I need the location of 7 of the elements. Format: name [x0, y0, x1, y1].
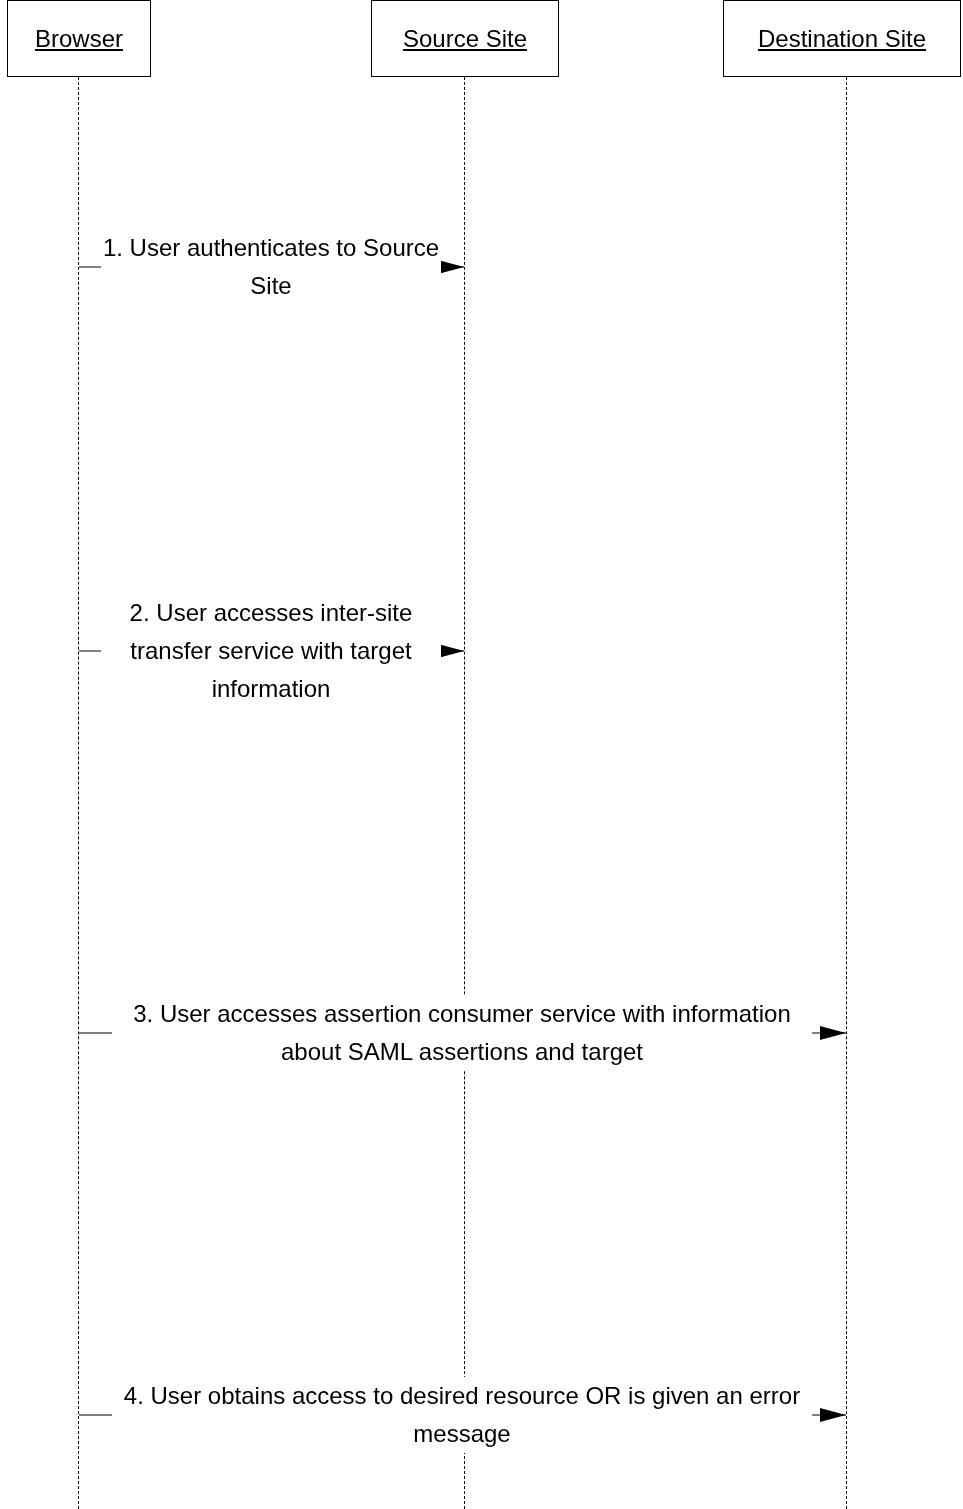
edge-label: 4. User obtains access to desired resource OR is given an error message	[112, 1377, 812, 1453]
lifeline	[846, 77, 847, 1509]
participant-box: Browser	[7, 0, 151, 77]
edge-label: 3. User accesses assertion consumer service with information about SAML assertions and target	[112, 995, 812, 1071]
participant-box: Source Site	[371, 0, 559, 77]
participant-box: Destination Site	[723, 0, 961, 77]
lifeline	[78, 77, 79, 1509]
